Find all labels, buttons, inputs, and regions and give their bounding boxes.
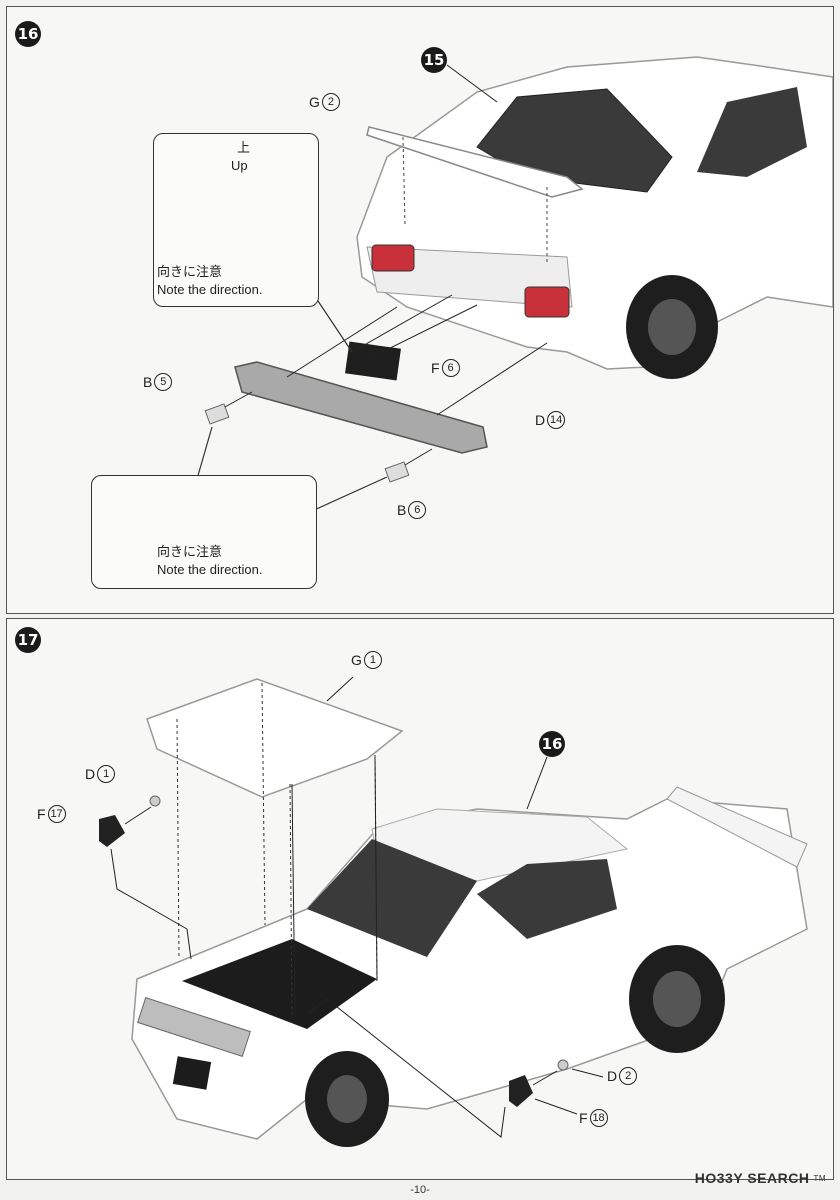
part-letter: D	[607, 1068, 618, 1084]
up-label-en: Up	[231, 158, 248, 173]
step-number-badge: 17	[15, 627, 41, 653]
part-callout: F 18	[579, 1109, 608, 1127]
part-letter: F	[37, 806, 46, 822]
part-callout: F 6	[431, 359, 460, 377]
note-box	[153, 133, 319, 307]
part-number: 18	[589, 1109, 608, 1127]
part-letter: B	[397, 502, 407, 518]
part-callout: G 1	[351, 651, 382, 669]
page-number: -10-	[410, 1184, 430, 1196]
part-number: 14	[547, 411, 566, 429]
part-number: 1	[363, 651, 382, 669]
part-callout: D 1	[85, 765, 116, 783]
up-label-ja: 上	[237, 140, 251, 155]
part-callout: B 6	[397, 501, 427, 519]
step-17-panel: 17 16 G 1 D 1 F 17 D 2 F 18	[6, 618, 834, 1180]
body-ref-number: 15	[423, 51, 445, 69]
watermark-tm: TM	[813, 1173, 826, 1183]
part-letter: D	[535, 412, 546, 428]
step-17-illustration	[99, 676, 808, 1147]
part-number: 2	[619, 1067, 638, 1085]
part-letter: G	[351, 652, 362, 668]
step-16-panel: 16 15 G 2 F 6 B 5 D 14 B 6 上 Up 向きに注意 No…	[6, 6, 834, 614]
note-en: Note the direction.	[157, 282, 263, 297]
part-number: 2	[321, 93, 340, 111]
part-callout: D 2	[607, 1067, 638, 1085]
watermark-text: HO33Y SEARCH	[694, 1170, 810, 1186]
part-letter: G	[309, 94, 320, 110]
note-ja: 向きに注意	[157, 544, 223, 559]
part-letter: F	[431, 360, 440, 376]
part-number: 6	[408, 501, 427, 519]
part-number: 5	[154, 373, 173, 391]
part-number: 1	[97, 765, 116, 783]
step-number: 16	[17, 25, 39, 43]
part-number: 17	[47, 805, 66, 823]
part-callout: F 17	[37, 805, 66, 823]
part-callout: B 5	[143, 373, 173, 391]
part-callout: G 2	[309, 93, 340, 111]
watermark: HO33Y SEARCH TM	[695, 1170, 826, 1186]
part-letter: B	[143, 374, 153, 390]
part-number: 6	[441, 359, 460, 377]
part-letter: F	[579, 1110, 588, 1126]
body-ref-badge: 16	[539, 731, 565, 757]
note-ja: 向きに注意	[157, 264, 223, 279]
note-en: Note the direction.	[157, 562, 263, 577]
note-box	[91, 475, 317, 589]
step-16-illustration	[102, 56, 833, 538]
body-ref-number: 16	[541, 735, 563, 753]
body-ref-badge: 15	[421, 47, 447, 73]
step-number: 17	[17, 631, 39, 649]
part-callout: D 14	[535, 411, 566, 429]
step-number-badge: 16	[15, 21, 41, 47]
part-letter: D	[85, 766, 96, 782]
